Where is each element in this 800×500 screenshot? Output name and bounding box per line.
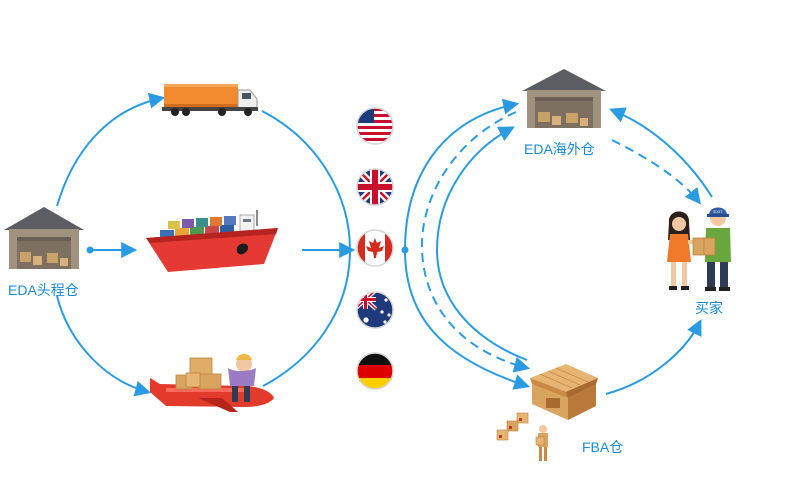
canada-flag-icon — [356, 229, 394, 267]
fba-cardboard-boxes-icon — [496, 412, 529, 441]
air-freight-plane-icon — [150, 354, 274, 412]
truck-icon — [162, 84, 258, 116]
uk-flag-icon — [356, 168, 394, 206]
origin-to-plane-arrow — [56, 295, 152, 397]
usa-flag-icon — [356, 107, 394, 145]
overseas-warehouse-label: EDA海外仓 — [524, 141, 595, 157]
origin-to-truck-arrow — [56, 92, 166, 207]
buyer-cap-text: EXIT — [714, 209, 723, 214]
overseas-to-fba-dashed-arrow — [420, 111, 531, 373]
truck-to-flags-arc — [261, 110, 352, 387]
cargo-ship-icon — [146, 210, 278, 272]
origin-warehouse-label: EDA头程仓 — [8, 282, 79, 298]
origin-warehouse-icon — [4, 207, 84, 269]
buyer-label: 买家 — [695, 300, 723, 316]
fba-warehouse-icon — [530, 364, 598, 420]
fba-to-overseas-arrow — [435, 126, 528, 361]
hub-to-fba-arrow — [404, 249, 531, 390]
fba-warehouse-label: FBA仓 — [582, 439, 624, 455]
germany-flag-icon — [356, 352, 394, 390]
origin-to-ship-arrow — [86, 242, 138, 258]
buyer-to-overseas-arrow — [609, 107, 713, 198]
australia-flag-icon — [356, 291, 394, 329]
buyer-icon: EXIT — [667, 207, 731, 291]
fba-worker-icon — [535, 425, 548, 461]
fba-to-buyer-arrow — [605, 319, 702, 395]
hub-to-overseas-arrow — [404, 98, 520, 251]
overseas-warehouse-icon — [522, 69, 606, 128]
overseas-to-buyer-dashed-arrow — [611, 139, 701, 205]
